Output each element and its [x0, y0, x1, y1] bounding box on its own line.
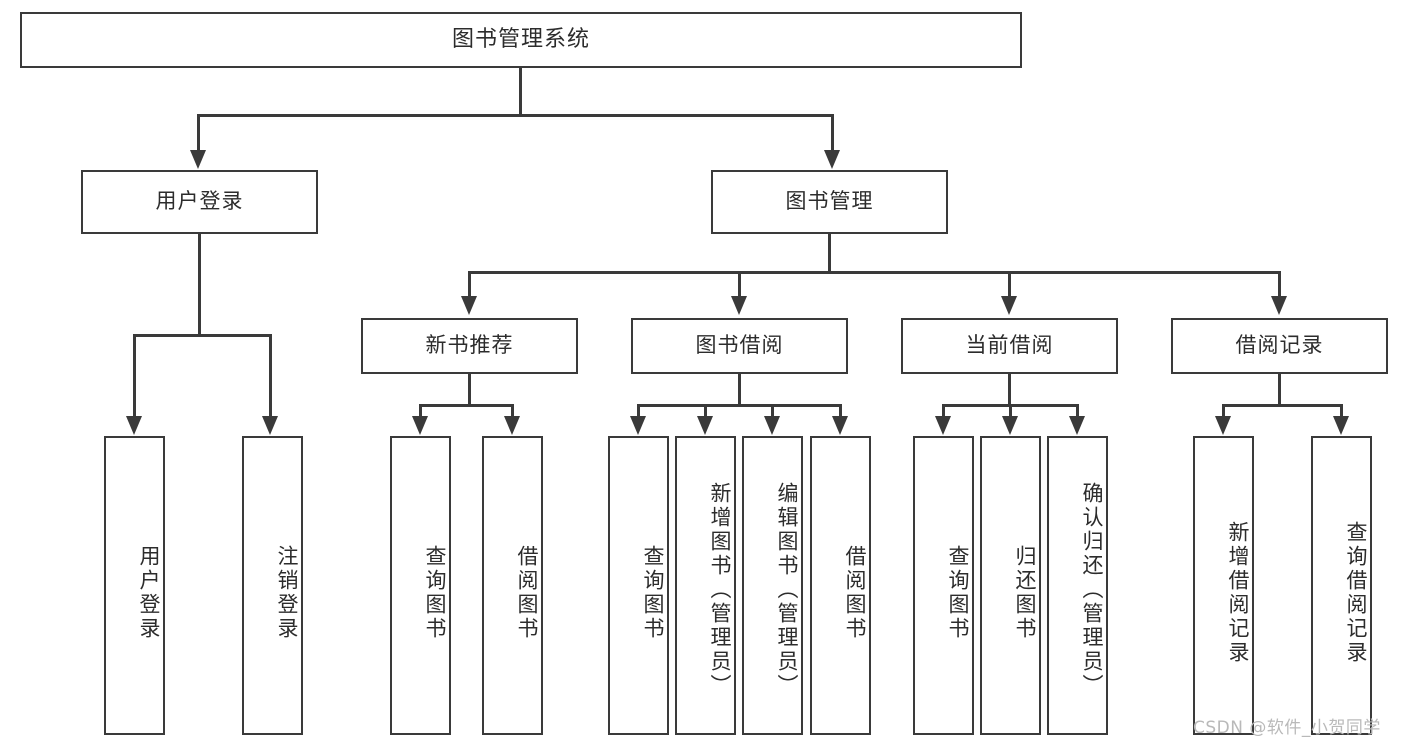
connector-book-borrow-to-leaf-1	[637, 404, 640, 418]
connector-user-login-bar	[133, 334, 271, 337]
connector-book-borrow-bar	[637, 404, 840, 407]
arrowhead-user-login-to-leaf-1	[126, 416, 142, 435]
leaf-current-borrow-return[interactable]: 归还图书	[980, 436, 1041, 735]
connector-book-borrow-stem	[738, 374, 741, 406]
connector-root-to-book-manage	[831, 114, 834, 152]
arrowhead-borrow-record-to-leaf-1	[1215, 416, 1231, 435]
arrowhead-new-book-to-leaf-2	[504, 416, 520, 435]
arrowhead-user-login-to-leaf-2	[262, 416, 278, 435]
connector-borrow-record-bar	[1222, 404, 1342, 407]
arrowhead-current-borrow-to-leaf-3	[1069, 416, 1085, 435]
arrowhead-book-borrow-to-leaf-1	[630, 416, 646, 435]
connector-book-manage-to-book-borrow	[738, 271, 741, 298]
node-user-login[interactable]: 用户登录	[81, 170, 318, 234]
leaf-new-book-query[interactable]: 查询图书	[390, 436, 451, 735]
connector-book-manage-to-current-borrow	[1008, 271, 1011, 298]
leaf-book-borrow-query[interactable]: 查询图书	[608, 436, 669, 735]
connector-book-borrow-to-leaf-3	[771, 404, 774, 418]
arrowhead-book-borrow-to-leaf-4	[832, 416, 848, 435]
csdn-watermark: CSDN @软件_小贺同学	[1193, 718, 1381, 738]
connector-new-book-to-leaf-1	[419, 404, 422, 418]
leaf-new-book-borrow[interactable]: 借阅图书	[482, 436, 543, 735]
arrowhead-book-borrow-to-leaf-2	[697, 416, 713, 435]
node-new-book-recommend[interactable]: 新书推荐	[361, 318, 578, 374]
connector-book-borrow-to-leaf-2	[704, 404, 707, 418]
leaf-book-borrow-borrow[interactable]: 借阅图书	[810, 436, 871, 735]
connector-root-bar	[197, 114, 833, 117]
arrowhead-book-manage-to-current-borrow	[1001, 296, 1017, 315]
connector-user-login-to-leaf-1	[133, 334, 136, 418]
leaf-borrow-record-query[interactable]: 查询借阅记录	[1311, 436, 1372, 735]
connector-user-login-to-leaf-2	[269, 334, 272, 418]
connector-new-book-stem	[468, 374, 471, 406]
arrowhead-root-to-book-manage	[824, 150, 840, 169]
connector-root-to-user-login	[197, 114, 200, 152]
connector-new-book-to-leaf-2	[511, 404, 514, 418]
arrowhead-book-manage-to-new-book	[461, 296, 477, 315]
arrowhead-book-manage-to-book-borrow	[731, 296, 747, 315]
connector-borrow-record-stem	[1278, 374, 1281, 406]
node-current-borrow[interactable]: 当前借阅	[901, 318, 1118, 374]
leaf-book-borrow-edit-admin[interactable]: 编辑图书（管理员）	[742, 436, 803, 735]
arrowhead-current-borrow-to-leaf-1	[935, 416, 951, 435]
connector-user-login-stem	[198, 234, 201, 335]
node-root-system[interactable]: 图书管理系统	[20, 12, 1022, 68]
arrowhead-book-borrow-to-leaf-3	[764, 416, 780, 435]
connector-current-borrow-to-leaf-3	[1076, 404, 1079, 418]
node-borrow-record[interactable]: 借阅记录	[1171, 318, 1388, 374]
leaf-book-borrow-add-admin[interactable]: 新增图书（管理员）	[675, 436, 736, 735]
arrowhead-borrow-record-to-leaf-2	[1333, 416, 1349, 435]
arrowhead-current-borrow-to-leaf-2	[1002, 416, 1018, 435]
arrowhead-new-book-to-leaf-1	[412, 416, 428, 435]
leaf-current-borrow-confirm-admin[interactable]: 确认归还（管理员）	[1047, 436, 1108, 735]
connector-current-borrow-to-leaf-1	[942, 404, 945, 418]
arrowhead-root-to-user-login	[190, 150, 206, 169]
leaf-user-login-login[interactable]: 用户登录	[104, 436, 165, 735]
leaf-borrow-record-add[interactable]: 新增借阅记录	[1193, 436, 1254, 735]
connector-current-borrow-stem	[1008, 374, 1011, 406]
connector-book-borrow-to-leaf-4	[839, 404, 842, 418]
connector-book-manage-bar	[468, 271, 1279, 274]
connector-book-manage-stem	[828, 234, 831, 272]
leaf-current-borrow-query[interactable]: 查询图书	[913, 436, 974, 735]
node-book-management[interactable]: 图书管理	[711, 170, 948, 234]
arrowhead-book-manage-to-borrow-record	[1271, 296, 1287, 315]
connector-borrow-record-to-leaf-1	[1222, 404, 1225, 418]
node-book-borrow[interactable]: 图书借阅	[631, 318, 848, 374]
connector-root-stem	[519, 68, 522, 115]
connector-book-manage-to-new-book	[468, 271, 471, 298]
leaf-user-login-logout[interactable]: 注销登录	[242, 436, 303, 735]
connector-borrow-record-to-leaf-2	[1340, 404, 1343, 418]
connector-new-book-bar	[419, 404, 513, 407]
connector-current-borrow-to-leaf-2	[1009, 404, 1012, 418]
connector-book-manage-to-borrow-record	[1278, 271, 1281, 298]
